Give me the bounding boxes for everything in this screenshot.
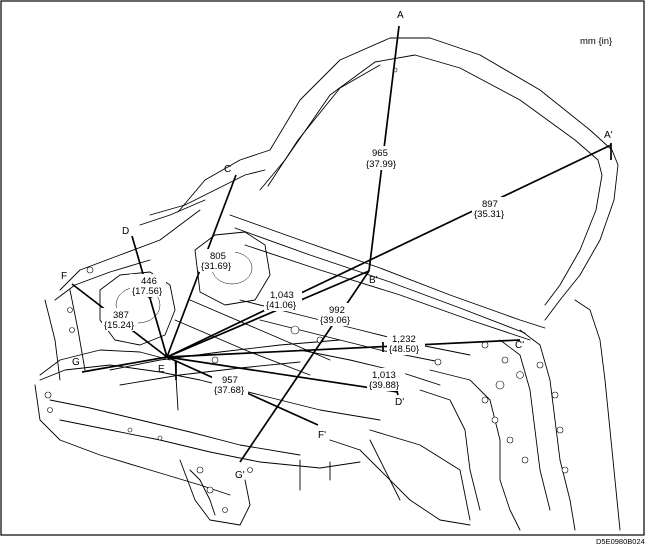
dim-a-prime-in: {35.31} xyxy=(474,209,504,220)
label-g: G xyxy=(72,357,80,368)
dim-g-in: {39.06} xyxy=(320,315,350,326)
dim-g-mm: 992 xyxy=(329,305,345,316)
dim-d-mm: 446 xyxy=(141,276,157,287)
dimension-values: 965 {37.99} 897 {35.31} 805 {31.69} 446 … xyxy=(102,146,508,396)
label-c-prime: C' xyxy=(515,340,524,351)
dim-f-mm: 387 xyxy=(113,310,129,321)
label-a: A xyxy=(397,10,404,21)
measurement-lines xyxy=(71,25,612,463)
dim-e-b-in: {41.06} xyxy=(266,300,296,311)
dim-c-prime-mm: 1,232 xyxy=(392,334,416,345)
diagram-border xyxy=(0,0,645,536)
dim-a-mm: 965 xyxy=(372,148,388,159)
label-g-prime: G' xyxy=(235,470,245,481)
label-e: E xyxy=(158,364,165,375)
figure-code: D5E0980B024 xyxy=(596,537,645,546)
dim-f-in: {15.24} xyxy=(104,320,134,331)
label-b-prime: B' xyxy=(369,275,378,286)
point-labels: A A' B' C C' D D' E F F' G G' xyxy=(61,10,613,481)
line-b-prime-g-prime xyxy=(239,270,370,463)
line-e-c-prime xyxy=(166,339,521,358)
line-a-prime-e xyxy=(166,144,612,358)
dim-a-in: {37.99} xyxy=(366,159,396,170)
dim-c-in: {31.69} xyxy=(201,261,231,272)
dim-d-in: {17.56} xyxy=(132,286,162,297)
dim-a-prime-mm: 897 xyxy=(482,199,498,210)
label-d: D xyxy=(122,226,129,237)
dim-e-b-mm: 1,043 xyxy=(270,290,294,301)
dim-d-prime-mm: 1,013 xyxy=(372,370,396,381)
label-c: C xyxy=(224,164,231,175)
dim-c-prime-in: {48.50} xyxy=(389,344,419,355)
label-f-prime: F' xyxy=(318,430,326,441)
label-a-prime: A' xyxy=(604,130,613,141)
line-g-e xyxy=(81,356,168,373)
line-e-d-prime xyxy=(166,356,399,393)
units-label: mm {in} xyxy=(580,36,612,47)
vehicle-body-shell xyxy=(34,37,621,531)
dim-f-prime-mm: 957 xyxy=(222,375,238,386)
label-f: F xyxy=(61,271,67,282)
dim-c-mm: 805 xyxy=(210,251,226,262)
line-e-b-prime xyxy=(166,270,370,358)
dim-d-prime-in: {39.88} xyxy=(369,380,399,391)
label-d-prime: D' xyxy=(395,397,404,408)
dim-f-prime-in: {37.68} xyxy=(214,385,244,396)
